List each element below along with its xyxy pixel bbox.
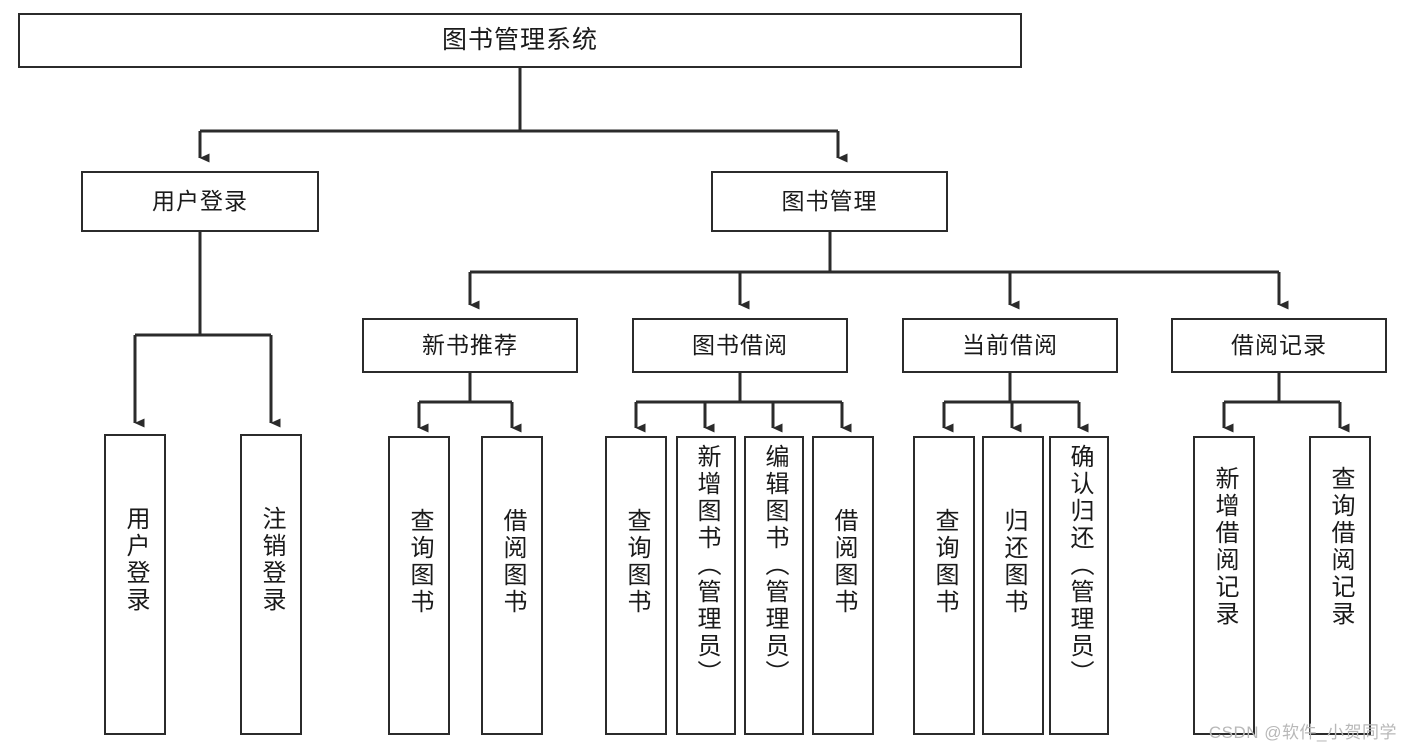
node-book-borrow[interactable]: 图书借阅 <box>632 318 848 373</box>
leaf-borrow-add-book-label: 新增图书（管理员） <box>693 444 720 687</box>
node-borrow-record[interactable]: 借阅记录 <box>1171 318 1387 373</box>
leaf-current-return-book-label: 归还图书 <box>1000 508 1027 616</box>
watermark-text: CSDN @软件_小贺同学 <box>1208 723 1397 742</box>
leaf-borrow-edit-book-label: 编辑图书（管理员） <box>761 444 788 687</box>
leaf-new-book-borrow[interactable]: 借阅图书 <box>481 436 543 735</box>
leaf-user-login-signin-label: 用户登录 <box>122 506 149 614</box>
leaf-new-book-query[interactable]: 查询图书 <box>388 436 450 735</box>
node-book-borrow-label: 图书借阅 <box>692 332 788 358</box>
node-root-system-label: 图书管理系统 <box>441 26 598 54</box>
leaf-new-book-borrow-label: 借阅图书 <box>499 508 526 616</box>
leaf-record-add-label: 新增借阅记录 <box>1211 466 1238 628</box>
leaf-borrow-query-book[interactable]: 查询图书 <box>605 436 667 735</box>
leaf-borrow-edit-book[interactable]: 编辑图书（管理员） <box>744 436 804 735</box>
node-borrow-record-label: 借阅记录 <box>1231 332 1327 358</box>
leaf-user-login-signout-label: 注销登录 <box>258 506 285 614</box>
leaf-record-query[interactable]: 查询借阅记录 <box>1309 436 1371 735</box>
leaf-borrow-query-book-label: 查询图书 <box>623 508 650 616</box>
node-book-manage[interactable]: 图书管理 <box>711 171 948 232</box>
leaf-record-query-label: 查询借阅记录 <box>1327 466 1354 628</box>
leaf-user-login-signout[interactable]: 注销登录 <box>240 434 302 735</box>
leaf-current-return-book[interactable]: 归还图书 <box>982 436 1044 735</box>
node-user-login[interactable]: 用户登录 <box>81 171 319 232</box>
leaf-borrow-borrow-book-label: 借阅图书 <box>830 508 857 616</box>
leaf-borrow-add-book[interactable]: 新增图书（管理员） <box>676 436 736 735</box>
node-new-book-recommend-label: 新书推荐 <box>422 332 518 358</box>
leaf-current-confirm-return-label: 确认归还（管理员） <box>1066 444 1093 687</box>
leaf-current-query-book[interactable]: 查询图书 <box>913 436 975 735</box>
node-root-system[interactable]: 图书管理系统 <box>18 13 1022 68</box>
leaf-borrow-borrow-book[interactable]: 借阅图书 <box>812 436 874 735</box>
leaf-user-login-signin[interactable]: 用户登录 <box>104 434 166 735</box>
leaf-record-add[interactable]: 新增借阅记录 <box>1193 436 1255 735</box>
node-book-manage-label: 图书管理 <box>781 188 878 214</box>
node-new-book-recommend[interactable]: 新书推荐 <box>362 318 578 373</box>
leaf-current-query-book-label: 查询图书 <box>931 508 958 616</box>
node-current-borrow-label: 当前借阅 <box>962 332 1058 358</box>
node-current-borrow[interactable]: 当前借阅 <box>902 318 1118 373</box>
leaf-new-book-query-label: 查询图书 <box>406 508 433 616</box>
leaf-current-confirm-return[interactable]: 确认归还（管理员） <box>1049 436 1109 735</box>
node-user-login-label: 用户登录 <box>152 188 248 214</box>
